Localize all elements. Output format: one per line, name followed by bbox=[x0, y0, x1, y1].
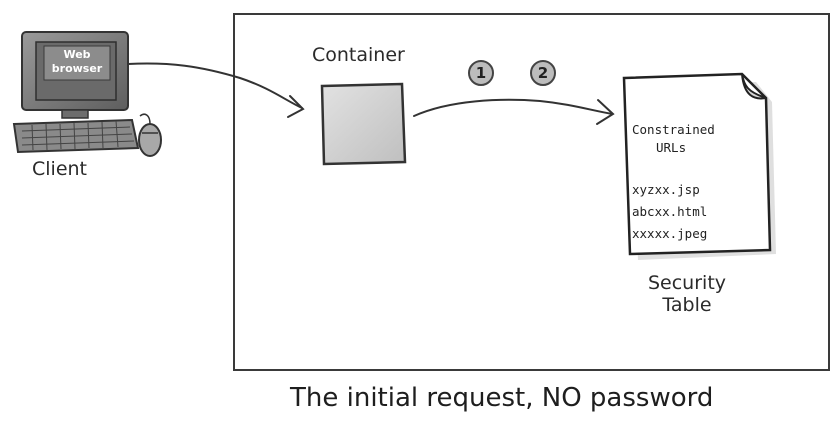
security-label-line-1: Security bbox=[647, 272, 727, 294]
container-label: Container bbox=[312, 44, 405, 66]
security-table-label: Security Table bbox=[632, 272, 742, 316]
client-computer-icon bbox=[12, 31, 162, 157]
doc-heading-line-1: Constrained bbox=[632, 122, 715, 137]
step-marker-2: 2 bbox=[530, 60, 556, 86]
client-label: Client bbox=[32, 158, 88, 180]
container-box bbox=[320, 82, 407, 166]
doc-url-1: xyzxx.jsp bbox=[632, 182, 700, 197]
step-marker-1: 1 bbox=[468, 60, 494, 86]
screen-line-web: Web bbox=[63, 48, 91, 61]
doc-url-2: abcxx.html bbox=[632, 204, 708, 219]
doc-url-3: xxxxx.jpeg bbox=[632, 226, 708, 241]
request-arrow-2 bbox=[413, 98, 615, 125]
diagram-caption: The initial request, NO password bbox=[290, 383, 714, 413]
security-table-document bbox=[622, 72, 776, 260]
security-label-line-2: Table bbox=[662, 294, 712, 316]
client-screen-text: Web browser bbox=[44, 48, 110, 76]
doc-heading-line-2: URLs bbox=[656, 140, 687, 155]
request-arrow-1 bbox=[127, 62, 305, 118]
screen-line-browser: browser bbox=[51, 62, 103, 75]
